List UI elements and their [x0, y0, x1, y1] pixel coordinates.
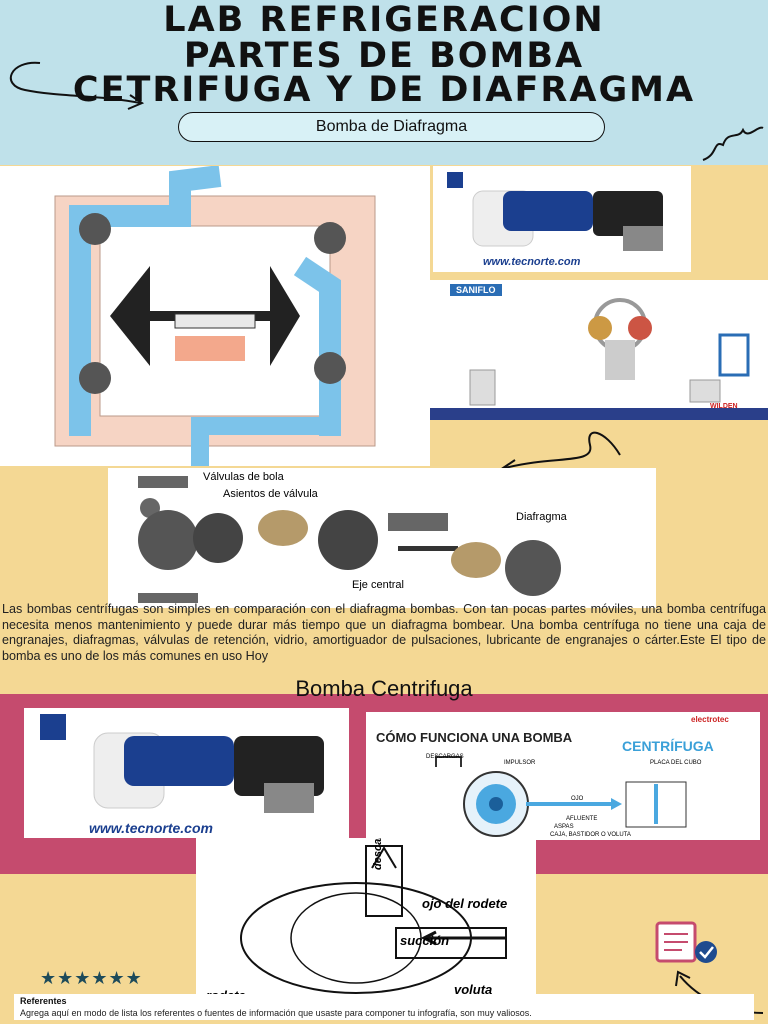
lbl-discharge: DESCARGAS — [426, 754, 464, 760]
references-title: Referentes — [20, 996, 67, 1006]
lbl-vanes: ASPAS — [554, 824, 574, 830]
pump-photo-bottom: www.tecnorte.com — [24, 708, 349, 838]
label-central-shaft: Eje central — [352, 579, 404, 591]
centrifugal-title: Bomba Centrifuga — [295, 676, 473, 701]
lbl-plate: PLACA DEL CUBO — [650, 760, 702, 766]
swirl-arrow-icon — [9, 61, 145, 110]
electrotec-brand: electrotec — [691, 715, 729, 724]
references-box — [14, 994, 754, 1020]
label-valve-seats: Asientos de válvula — [223, 488, 318, 500]
wilden-label: WILDEN — [710, 403, 738, 410]
sketch-suction: succión — [400, 933, 450, 948]
pump-photo-top: www.tecnorte.com — [433, 166, 691, 272]
curly-arrow-icon — [500, 431, 621, 474]
title-line-3: CETRIFUGA Y DE DIAFRAGMA — [72, 70, 696, 110]
sketch-eye: ojo del rodete — [422, 896, 508, 911]
sketch-volute: voluta — [454, 982, 493, 997]
label-ball-valves: Válvulas de bola — [203, 471, 284, 483]
how-title-1: CÓMO FUNCIONA UNA BOMBA — [376, 730, 573, 745]
lbl-inflow: AFLUENTE — [566, 816, 598, 822]
how-title-2: CENTRÍFUGA — [622, 738, 714, 754]
centrifugal-sketch: descarga ojo del rodete succión rodete v… — [196, 838, 536, 1008]
title-line-1: LAB REFRIGERACION — [163, 0, 605, 40]
exploded-parts-panel: Válvulas de bola Asientos de válvula Dia… — [108, 468, 656, 608]
photo-caption-top: www.tecnorte.com — [483, 256, 581, 268]
lbl-impeller: IMPULSOR — [504, 760, 536, 766]
lbl-casing: CAJA, BASTIDOR O VOLUTA — [550, 832, 631, 838]
scribble-arrow-icon — [702, 126, 764, 161]
comparison-paragraph: Las bombas centrífugas son simples en co… — [2, 602, 766, 663]
photo-caption-bottom: www.tecnorte.com — [89, 820, 213, 836]
label-diaphragm: Diafragma — [516, 511, 567, 523]
clipboard-check-icon — [655, 921, 717, 963]
subtitle-pill: Bomba de Diafragma — [178, 112, 605, 142]
lbl-eye: OJO — [571, 796, 584, 802]
references-body: Agrega aquí en modo de lista los referen… — [20, 1008, 532, 1018]
title-line-2: PARTES DE BOMBA — [183, 36, 585, 76]
diaphragm-schematic — [0, 166, 430, 466]
saniflo-diagram: SANIFLO WILDEN — [430, 280, 768, 420]
sketch-descarga: descarga — [372, 838, 384, 870]
saniflo-badge: SANIFLO — [450, 284, 502, 296]
rating-stars: ★★★★★★ — [40, 968, 143, 989]
how-it-works-panel: electrotec CÓMO FUNCIONA UNA BOMBA CENTR… — [366, 712, 760, 840]
